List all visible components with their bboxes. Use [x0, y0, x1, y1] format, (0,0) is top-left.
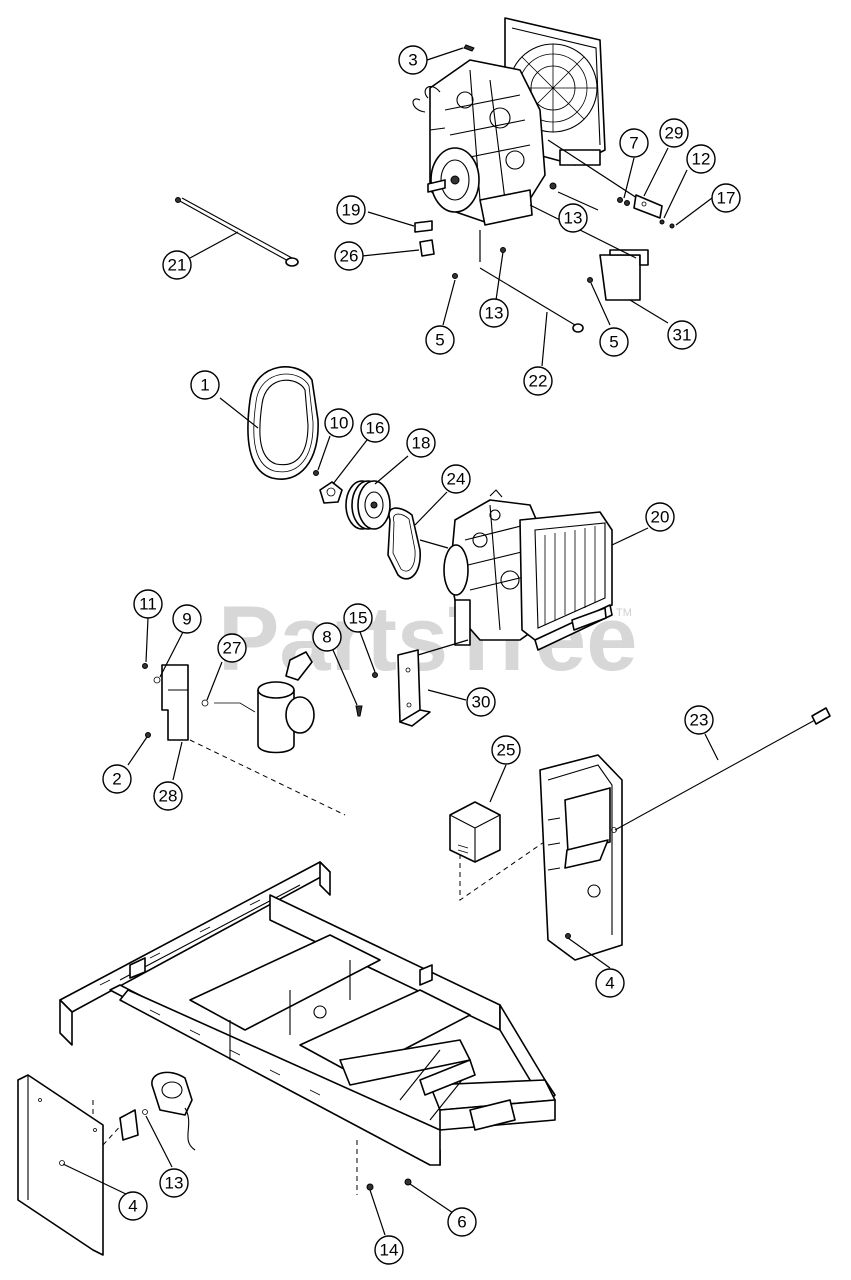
callout-14: 14 [374, 1235, 404, 1265]
callout-25: 25 [491, 735, 521, 765]
callout-22: 22 [523, 366, 553, 396]
callout-29: 29 [659, 118, 689, 148]
callout-number: 17 [717, 189, 736, 208]
callout-4: 4 [595, 968, 625, 998]
callout-13: 13 [479, 298, 509, 328]
callout-number: 13 [564, 209, 583, 228]
callout-number: 5 [609, 333, 618, 352]
callout-12: 12 [686, 144, 716, 174]
callout-number: 22 [529, 372, 548, 391]
callout-23: 23 [684, 705, 714, 735]
callout-number: 29 [665, 124, 684, 143]
callout-15: 15 [343, 603, 373, 633]
chassis-frame [59, 861, 556, 1166]
callout-number: 2 [112, 770, 121, 789]
callout-leader-lines [62, 47, 719, 1236]
callout-number: 18 [412, 434, 431, 453]
callout-4: 4 [118, 1191, 148, 1221]
muffler-bracket-assembly [142, 639, 469, 754]
callout-20: 20 [645, 502, 675, 532]
callout-9: 9 [172, 604, 202, 634]
callout-number: 4 [128, 1197, 137, 1216]
side-panel-assembly [17, 1071, 412, 1256]
callout-number: 30 [472, 693, 491, 712]
callout-number: 4 [605, 974, 614, 993]
callout-number: 24 [447, 470, 466, 489]
callout-number: 10 [330, 414, 349, 433]
callout-number: 8 [322, 628, 331, 647]
callout-number: 9 [182, 610, 191, 629]
callout-number: 21 [168, 256, 187, 275]
callout-10: 10 [324, 408, 354, 438]
callout-11: 11 [133, 589, 163, 619]
callout-24: 24 [441, 464, 471, 494]
callout-17: 17 [711, 183, 741, 213]
callout-8: 8 [312, 622, 342, 652]
callout-30: 30 [466, 687, 496, 717]
callout-number: 5 [435, 331, 444, 350]
callout-number: 19 [342, 201, 361, 220]
callout-13: 13 [159, 1168, 189, 1198]
callout-number: 15 [349, 609, 368, 628]
callout-18: 18 [406, 428, 436, 458]
callout-number: 27 [223, 639, 242, 658]
engine-assembly-top [412, 17, 641, 226]
callout-number: 13 [165, 1174, 184, 1193]
callout-7: 7 [619, 128, 649, 158]
callout-3: 3 [398, 45, 428, 75]
callout-number: 16 [366, 419, 385, 438]
callout-6: 6 [447, 1207, 477, 1237]
control-panel-assembly [449, 707, 831, 961]
callout-13: 13 [558, 203, 588, 233]
belt-pulley-assembly [247, 366, 449, 580]
callout-number: 25 [497, 741, 516, 760]
callout-number: 3 [408, 51, 417, 70]
callout-number: 7 [629, 134, 638, 153]
callout-19: 19 [336, 195, 366, 225]
engine-assembly-middle [443, 489, 613, 651]
callout-number: 6 [457, 1213, 466, 1232]
callout-2: 2 [102, 764, 132, 794]
callout-16: 16 [360, 413, 390, 443]
callout-number: 13 [485, 304, 504, 323]
callout-number: 1 [200, 376, 209, 395]
callout-number: 12 [692, 150, 711, 169]
callout-number: 28 [159, 787, 178, 806]
callout-number: 23 [690, 711, 709, 730]
callout-28: 28 [153, 781, 183, 811]
callout-27: 27 [217, 633, 247, 663]
callout-5: 5 [425, 325, 455, 355]
callout-21: 21 [162, 250, 192, 280]
callout-number: 11 [139, 595, 157, 614]
hardware-top [175, 44, 675, 333]
watermark-trademark: TM [616, 607, 632, 619]
callout-5: 5 [599, 327, 629, 357]
callout-number: 26 [340, 247, 359, 266]
callout-31: 31 [667, 320, 697, 350]
callout-number: 14 [380, 1241, 399, 1260]
callout-1: 1 [190, 370, 220, 400]
callout-number: 31 [673, 326, 692, 345]
callout-number: 20 [651, 508, 670, 527]
callout-26: 26 [334, 241, 364, 271]
